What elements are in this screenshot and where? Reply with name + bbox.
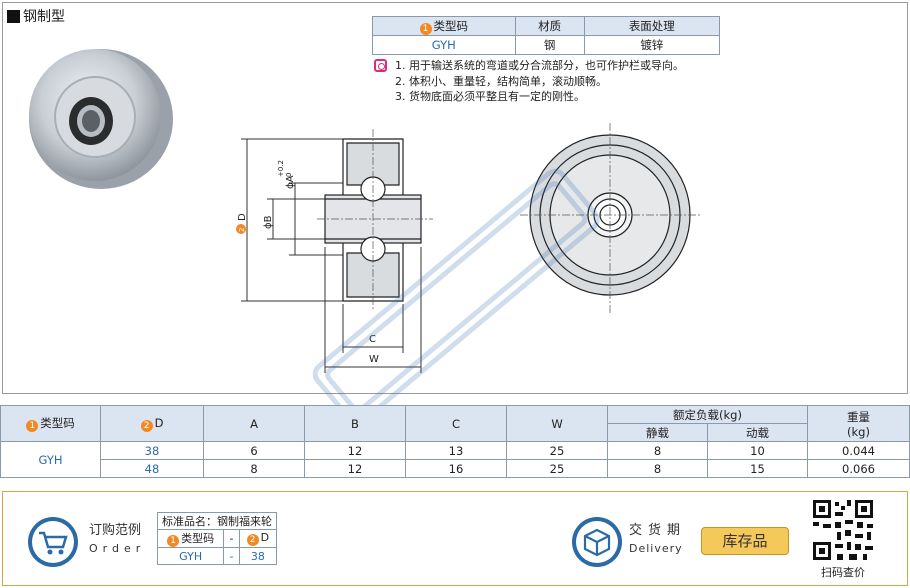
row-static: 8 xyxy=(607,459,708,478)
row-a: 8 xyxy=(203,459,305,478)
spec-col-material: 材质 xyxy=(514,16,585,36)
dim-b-label: ϕB xyxy=(263,215,274,229)
order-val-dash: - xyxy=(223,547,240,565)
front-view-drawing xyxy=(520,123,700,315)
spec-material: 钢 xyxy=(514,35,585,55)
dim-d-badge xyxy=(236,224,246,234)
order-std-name: 标准品名：钢制福来轮 xyxy=(157,512,277,530)
order-label: 订购范例 Order xyxy=(89,522,145,558)
dim-a-tolerance-upper: +0.2 xyxy=(277,160,285,177)
row-a: 6 xyxy=(203,441,305,460)
col-c: C xyxy=(405,405,507,442)
row-weight: 0.044 xyxy=(807,441,910,460)
row-w: 25 xyxy=(506,459,608,478)
order-col-dash: - xyxy=(223,529,240,548)
d-badge: 2 xyxy=(246,534,259,546)
order-val-d: 38 xyxy=(238,547,278,565)
d-badge: 2 xyxy=(140,419,153,432)
note-3: 3. 货物底面必须平整且有一定的刚性。 xyxy=(395,90,585,103)
row-w: 25 xyxy=(506,441,608,460)
row-b: 12 xyxy=(304,459,406,478)
code-badge: 1 xyxy=(419,22,432,35)
section-drawing: ϕA +0.2 0 ϕB 2 D C W xyxy=(236,129,433,373)
row-b: 12 xyxy=(304,441,406,460)
delivery-label-en: Delivery xyxy=(629,542,683,555)
spec-code[interactable]: GYH xyxy=(372,35,516,55)
feature-notes: 1. 用于输送系统的弯道或分合流部分，也可作护栏或导向。 2. 体积小、重量轻，… xyxy=(374,58,684,105)
order-label-en: Order xyxy=(89,542,146,555)
code-badge: 1 xyxy=(167,535,180,547)
cart-icon xyxy=(28,517,78,567)
stock-badge: 库存品 xyxy=(701,527,789,555)
col-dynamic: 动载 xyxy=(707,423,808,442)
row-c: 16 xyxy=(405,459,507,478)
spec-surface: 镀锌 xyxy=(583,35,721,55)
title-square-icon xyxy=(7,9,20,23)
dim-d-badge-number: 2 xyxy=(238,228,246,232)
row-c: 13 xyxy=(405,441,507,460)
delivery-box-icon xyxy=(572,517,622,567)
row-d[interactable]: 48 xyxy=(100,459,204,478)
row-code[interactable]: GYH xyxy=(0,441,101,478)
page-title-text: 钢制型 xyxy=(23,9,65,25)
row-dynamic: 10 xyxy=(707,441,808,460)
dim-c-label: C xyxy=(369,334,376,345)
dim-d-label: D xyxy=(237,213,248,221)
col-static: 静载 xyxy=(607,423,708,442)
spec-col-surface: 表面处理 xyxy=(583,16,721,36)
col-load: 额定负载(kg) xyxy=(607,405,808,424)
product-photo xyxy=(29,49,173,189)
dim-w-label: W xyxy=(369,354,379,365)
row-dynamic: 15 xyxy=(707,459,808,478)
col-a: A xyxy=(203,405,305,442)
table-row: 48 8 12 16 25 8 15 0.066 xyxy=(1,459,910,478)
col-b: B xyxy=(304,405,406,442)
dim-a-label: ϕA xyxy=(285,175,296,189)
order-val-code: GYH xyxy=(156,547,225,565)
code-badge: 1 xyxy=(26,420,39,432)
row-weight: 0.066 xyxy=(807,459,910,478)
col-weight: 重量(kg) xyxy=(807,405,910,442)
row-static: 8 xyxy=(607,441,708,460)
dim-a-tolerance-lower: 0 xyxy=(285,173,293,177)
delivery-label: 交货期 Delivery xyxy=(629,522,686,558)
note-2: 2. 体积小、重量轻，结构简单，滚动顺畅。 xyxy=(395,74,607,88)
row-d[interactable]: 38 xyxy=(100,441,204,460)
note-icon xyxy=(374,59,387,73)
delivery-label-zh: 交货期 xyxy=(629,523,687,538)
col-w: W xyxy=(506,405,608,442)
page-title: 钢制型 xyxy=(7,6,65,26)
product-panel: 钢制型 xyxy=(2,2,908,425)
note-1: 1. 用于输送系统的弯道或分合流部分，也可作护栏或导向。 xyxy=(395,59,684,72)
table-row: GYH 38 6 12 13 25 8 10 0.044 xyxy=(0,441,910,478)
order-label-zh: 订购范例 xyxy=(89,523,142,538)
qr-label: 扫码查价 xyxy=(821,566,865,579)
qr-code-icon[interactable] xyxy=(811,498,875,562)
